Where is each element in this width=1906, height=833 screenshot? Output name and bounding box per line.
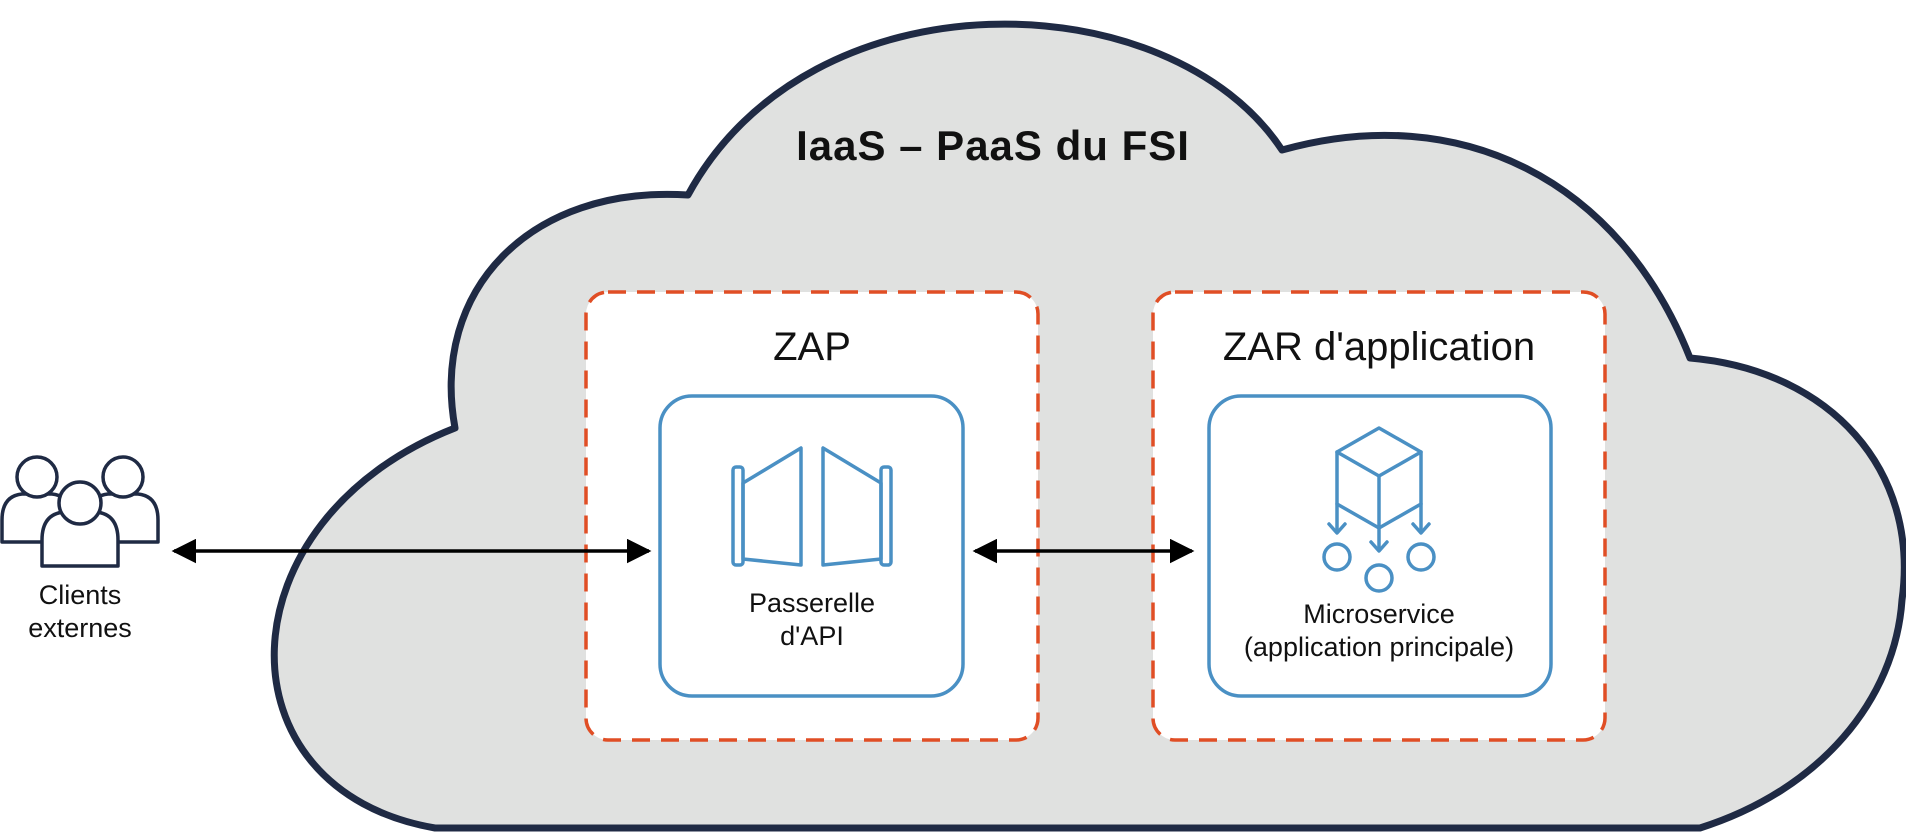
zone-zar-title: ZAR d'application — [1223, 325, 1535, 369]
api-gateway-box — [658, 394, 965, 698]
users-group-icon — [0, 455, 160, 568]
zone-zar: ZAR d'application Microservice (applicat… — [1151, 290, 1607, 742]
zone-zap: ZAP Passerelle d'API — [584, 290, 1040, 742]
cloud-title: IaaS – PaaS du FSI — [796, 122, 1190, 169]
clients-label-line2: externes — [28, 613, 132, 643]
zone-zap-title: ZAP — [773, 325, 851, 369]
api-gateway-label-line1: Passerelle — [749, 588, 875, 618]
microservice-label-line2: (application principale) — [1244, 632, 1514, 662]
api-gateway-label-line2: d'API — [780, 621, 844, 651]
microservice-label-line1: Microservice — [1303, 599, 1455, 629]
clients-label-line1: Clients — [39, 580, 122, 610]
api-gateway-doors-icon — [731, 446, 893, 567]
microservice-cube-icon — [1322, 426, 1436, 593]
